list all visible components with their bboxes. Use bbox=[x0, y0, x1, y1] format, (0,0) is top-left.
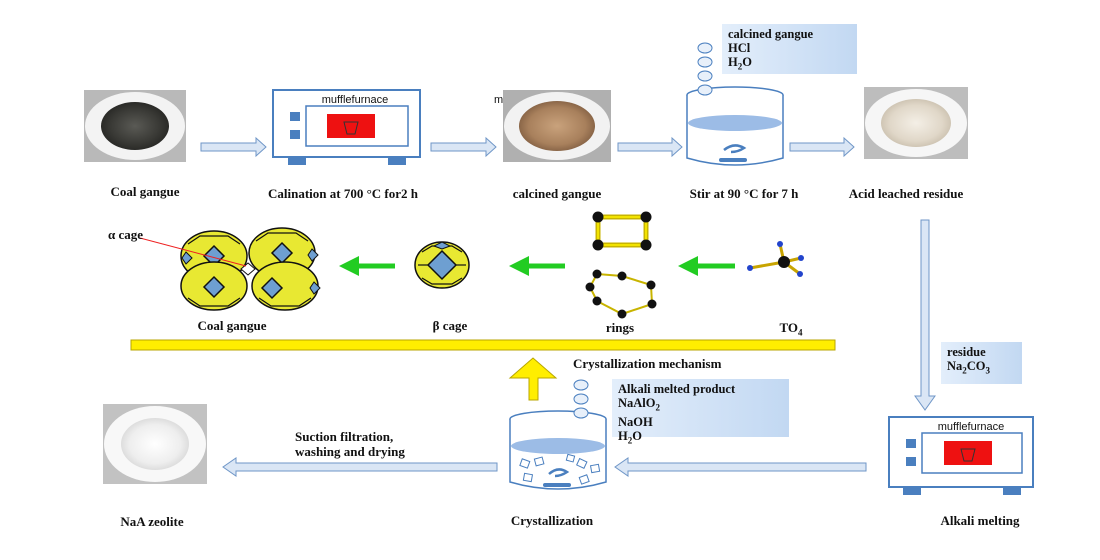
flow-arrows-bottom bbox=[222, 457, 867, 477]
to4-tetrahedron bbox=[747, 241, 804, 277]
label-alkali-melting: Alkali melting bbox=[940, 513, 1020, 528]
calcined-gangue-photo bbox=[503, 90, 611, 162]
arrow-to-naa bbox=[222, 457, 498, 477]
alkali-reagent-4: H2O bbox=[618, 428, 642, 446]
stray-mark: m bbox=[494, 94, 503, 106]
arrow-3 bbox=[617, 136, 683, 158]
suction-line-2: washing and drying bbox=[295, 444, 405, 459]
label-rings: rings bbox=[605, 320, 635, 335]
label-crystallization-mechanism: Crystallization mechanism bbox=[573, 356, 722, 371]
crystallization-beaker bbox=[509, 410, 607, 490]
alkali-reagent-box: Alkali melted product NaAlO2 NaOH H2O bbox=[612, 379, 789, 445]
label-suction-filtration: Suction filtration, washing and drying bbox=[295, 429, 405, 459]
arrow-4 bbox=[789, 136, 855, 158]
label-stir: Stir at 90 °C for 7 h bbox=[689, 186, 799, 201]
label-coal-gangue-structure: Coal gangue bbox=[197, 318, 267, 333]
coal-gangue-photo bbox=[84, 90, 186, 162]
label-beta-cage: β cage bbox=[432, 318, 468, 333]
bubbles-bottom bbox=[573, 379, 589, 419]
stir-reagent-box: calcined gangue HCl H2O bbox=[722, 24, 857, 74]
label-acid-leached: Acid leached residue bbox=[848, 186, 964, 201]
arrow-2 bbox=[430, 136, 497, 158]
naa-zeolite-photo bbox=[103, 404, 207, 484]
label-alpha-cage: α cage bbox=[108, 227, 144, 242]
flow-arrows-top bbox=[200, 136, 855, 158]
mechanism-bar bbox=[130, 339, 836, 351]
arrow-1 bbox=[200, 136, 267, 158]
arrow-down bbox=[914, 219, 936, 411]
residue-reagent-2: Na2CO3 bbox=[947, 359, 991, 376]
residue-reagent-box: residue Na2CO3 bbox=[941, 342, 1022, 384]
label-coal-gangue: Coal gangue bbox=[110, 184, 180, 199]
bubbles-top bbox=[697, 42, 713, 96]
alkali-reagent-2: NaAlO2 bbox=[618, 396, 660, 413]
alkali-reagent-3: NaOH bbox=[618, 414, 653, 429]
beta-cage bbox=[414, 241, 470, 289]
six-ring bbox=[585, 269, 657, 319]
muffle-furnace-bottom: mufflefurnace bbox=[888, 416, 1034, 495]
stir-reagent-1: calcined gangue bbox=[728, 27, 814, 41]
label-naa-zeolite: NaA zeolite bbox=[120, 514, 184, 529]
furnace-label-bottom: mufflefurnace bbox=[938, 421, 1004, 433]
muffle-furnace-top: mufflefurnace bbox=[272, 89, 421, 165]
yellow-up-arrow bbox=[508, 357, 558, 401]
suction-line-1: Suction filtration, bbox=[295, 429, 394, 444]
arrow-to-crystallization bbox=[614, 457, 867, 477]
acid-leached-residue-photo bbox=[864, 87, 968, 159]
four-ring bbox=[592, 211, 652, 251]
label-crystallization: Crystallization bbox=[510, 513, 594, 528]
alkali-reagent-1: Alkali melted product bbox=[618, 382, 736, 396]
residue-reagent-1: residue bbox=[947, 345, 986, 359]
alpha-cage-cluster bbox=[139, 227, 321, 311]
stir-beaker bbox=[686, 86, 784, 166]
stir-reagent-3: H2O bbox=[728, 55, 752, 72]
stir-reagent-2: HCl bbox=[728, 41, 751, 55]
label-calcined-gangue: calcined gangue bbox=[512, 186, 602, 201]
label-to4: TO4 bbox=[779, 320, 803, 338]
label-calcination: Calination at 700 °C for2 h bbox=[267, 186, 419, 201]
furnace-label-top: mufflefurnace bbox=[322, 94, 388, 106]
